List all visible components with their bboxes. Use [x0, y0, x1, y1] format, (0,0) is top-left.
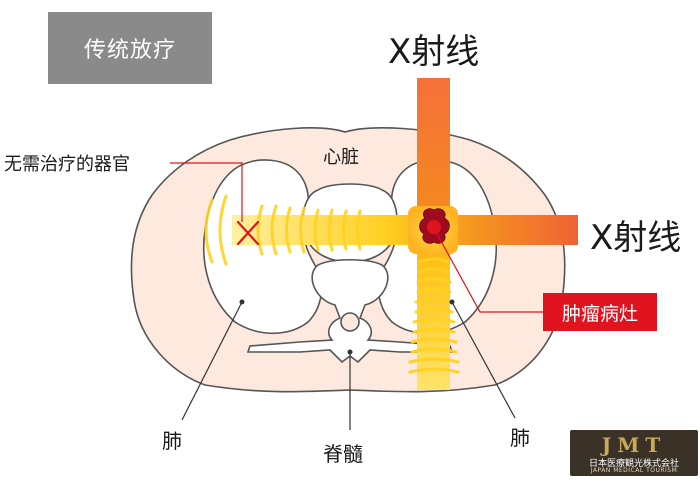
title-box: 传统放疗 — [48, 12, 212, 84]
organ-leader-line — [170, 162, 243, 222]
tumor-label-box: 肿瘤病灶 — [543, 293, 657, 331]
scatter-waves-bottom — [408, 257, 460, 374]
lung-left-leader — [181, 301, 243, 421]
spine-dot — [347, 349, 353, 355]
xray-label-right: X射线 — [590, 218, 682, 258]
logo-mark: JMT — [601, 433, 667, 457]
heart-label: 心脏 — [323, 147, 359, 168]
scatter-waves-left — [204, 194, 362, 266]
lung-left-dot — [239, 299, 245, 305]
xray-beam-horizontal — [232, 215, 578, 245]
tumor-core — [427, 220, 441, 234]
lung-right-leader — [451, 301, 516, 419]
tumor-leader-line — [435, 231, 543, 313]
lung-right-label: 肺 — [510, 426, 530, 450]
healthy-organ-x-marker — [236, 220, 260, 246]
spine-label: 脊髓 — [323, 442, 363, 466]
page-title: 传统放疗 — [83, 38, 176, 63]
xray-label-top: X射线 — [388, 32, 480, 72]
organ-label: 无需治疗的器官 — [4, 154, 130, 175]
tumor-label: 肿瘤病灶 — [561, 302, 638, 325]
spinal-canal — [340, 312, 360, 332]
logo-company-jp: 日本医療観光株式会社 — [588, 459, 679, 469]
jmt-logo: JMT 日本医療観光株式会社 JAPAN MEDICAL TOURISM — [570, 430, 698, 476]
lung-right-dot — [449, 299, 455, 305]
lung-left-label: 肺 — [162, 429, 182, 453]
logo-company-en: JAPAN MEDICAL TOURISM — [590, 467, 678, 474]
